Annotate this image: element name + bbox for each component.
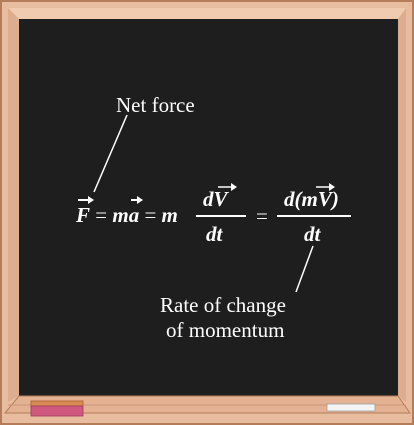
frame-right-bevel [398, 8, 406, 402]
mass-symbol-1: m [112, 203, 128, 227]
fraction1-bar [196, 215, 246, 217]
fraction1-denominator-text: dt [206, 222, 222, 246]
equals-sign-2: = [144, 203, 156, 227]
equals-sign-1: = [95, 203, 107, 227]
frame-left-bevel [8, 8, 19, 402]
net-force-label: Net force [116, 95, 195, 116]
fraction2-numerator: d(mV) [284, 189, 339, 210]
chalk-stick [327, 404, 375, 411]
force-vector-symbol: F [76, 205, 90, 226]
fraction1-numerator: dV [203, 189, 228, 210]
eraser-body [31, 406, 83, 416]
equation-lhs: F = ma = m [76, 205, 178, 226]
equals-sign-3-wrap: = [256, 206, 268, 227]
fraction2-v-vector-arrow [314, 182, 336, 192]
eraser-pad [31, 401, 83, 406]
fraction1-v-vector-arrow [216, 182, 238, 192]
rate-of-change-label-line2: of momentum [166, 320, 284, 341]
fraction2-denominator: dt [304, 224, 320, 245]
rate-of-change-label-line1: Rate of change [160, 295, 286, 316]
frame-top-bevel [8, 8, 406, 19]
mass-symbol-2: m [162, 203, 178, 227]
fraction2-bar [277, 215, 351, 217]
equals-sign-3: = [256, 204, 268, 228]
fraction1-denominator: dt [206, 224, 222, 245]
acceleration-vector-symbol: a [129, 205, 140, 226]
fraction2-denominator-text: dt [304, 222, 320, 246]
